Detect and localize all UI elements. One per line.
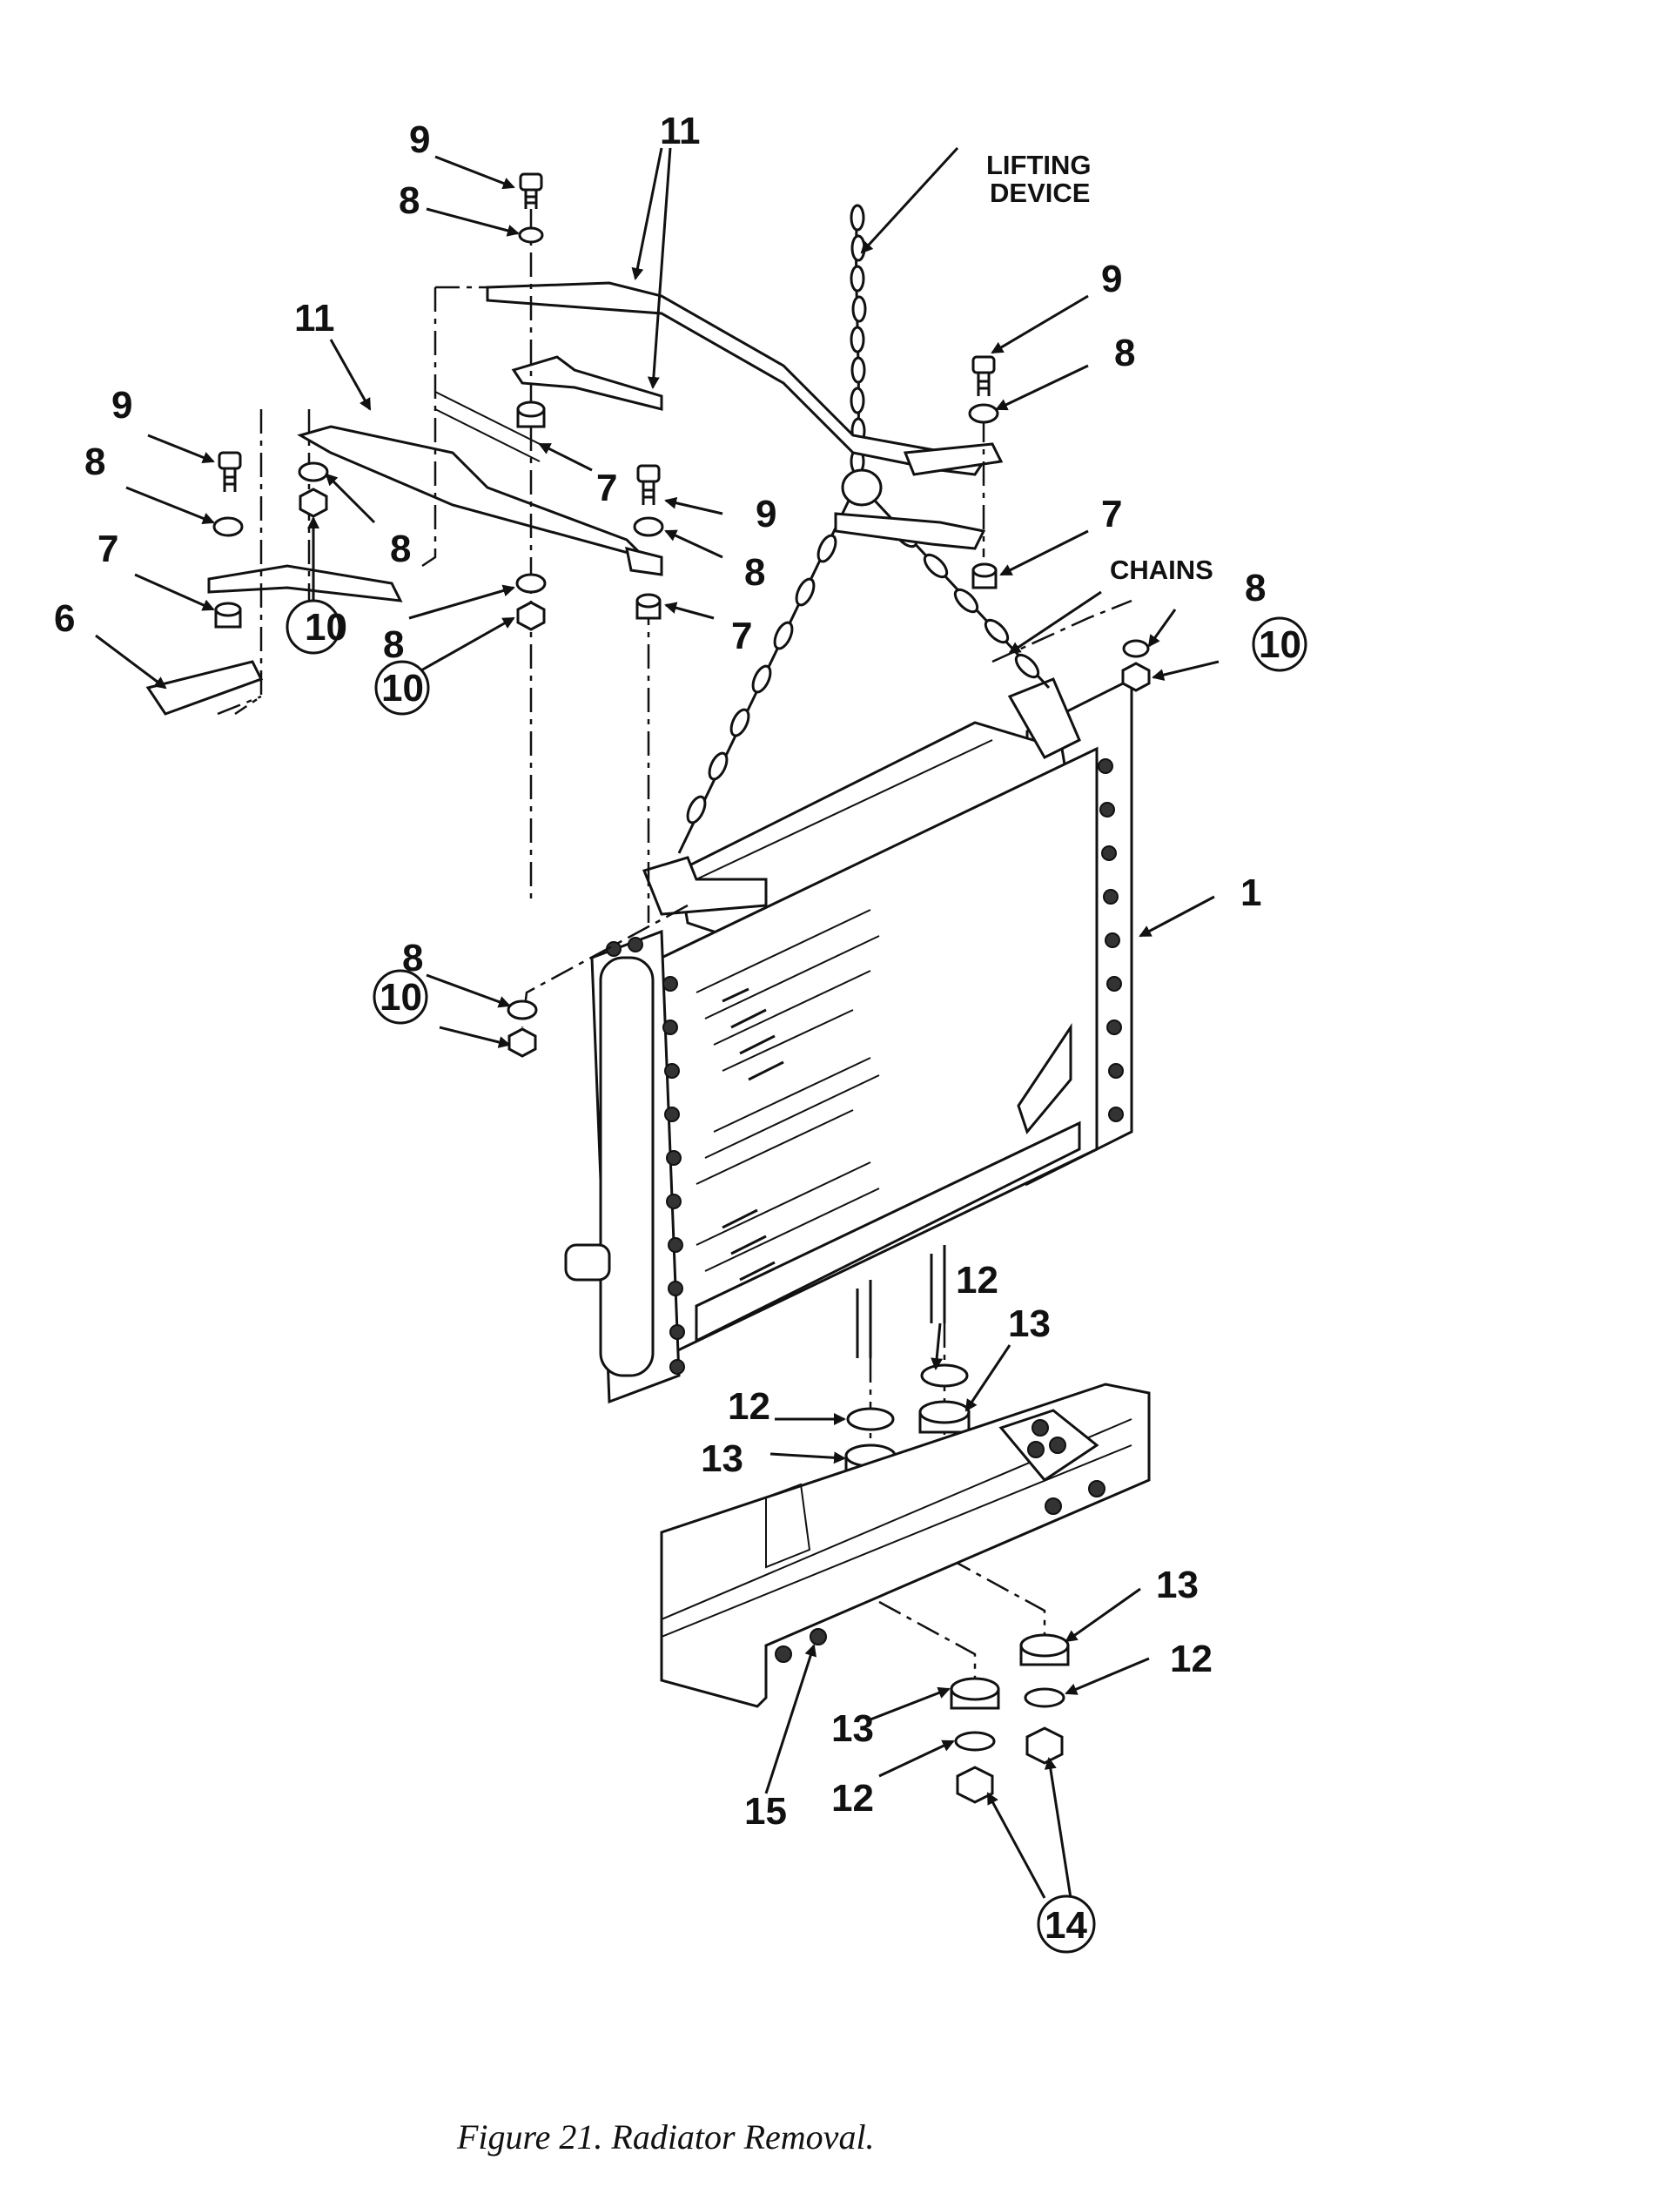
callout-8: 8 — [399, 179, 420, 222]
callout-10: 10 — [305, 606, 347, 649]
callout-12: 12 — [1170, 1638, 1213, 1680]
callout-10: 10 — [380, 976, 422, 1019]
callout-13: 13 — [831, 1707, 874, 1750]
callout-15: 15 — [744, 1790, 787, 1833]
callout-circle-10-d — [373, 969, 428, 1025]
callout-7: 7 — [97, 528, 118, 570]
callout-7: 7 — [731, 615, 752, 657]
chain-links-left — [686, 534, 837, 824]
frame-crossmember — [660, 1383, 1151, 1708]
callout-8: 8 — [84, 441, 105, 483]
callout-9: 9 — [756, 493, 776, 535]
leader-arrows — [95, 146, 1220, 1899]
lifting-device-label-line1: LIFTING — [986, 150, 1092, 180]
callout-9: 9 — [409, 118, 430, 161]
callout-12: 12 — [728, 1385, 770, 1428]
callout-7: 7 — [1101, 493, 1122, 535]
bolt-9-middle — [636, 464, 661, 505]
hardware — [145, 172, 1151, 1804]
callout-10: 10 — [1259, 623, 1301, 666]
callout-circle-10-b — [374, 660, 430, 716]
callout-8: 8 — [390, 528, 411, 570]
callout-8: 8 — [744, 551, 765, 594]
callout-9: 9 — [1101, 258, 1122, 300]
chain-links-vertical — [850, 204, 867, 475]
lifting-chains — [677, 204, 1051, 854]
callout-circle-10-c — [1252, 616, 1307, 672]
callout-8: 8 — [402, 937, 423, 979]
callout-7: 7 — [596, 467, 617, 509]
callout-14: 14 — [1045, 1904, 1087, 1947]
callout-labels: 9 8 11 LIFTING DEVICE 9 8 11 9 8 7 6 8 1… — [54, 110, 1301, 1947]
callout-1: 1 — [1240, 871, 1261, 914]
radiator-bolts-right — [1098, 758, 1124, 1122]
callout-12: 12 — [831, 1777, 874, 1820]
callout-8: 8 — [383, 623, 404, 666]
radiator-core-fins — [696, 909, 1072, 1324]
chain-links-right — [892, 522, 1040, 679]
radiator-assembly — [564, 676, 1133, 1404]
callout-13: 13 — [1156, 1564, 1199, 1606]
callout-8: 8 — [1245, 567, 1266, 609]
callout-13: 13 — [701, 1437, 743, 1480]
callout-11: 11 — [660, 110, 701, 152]
radiator-bolts-left — [606, 937, 685, 1375]
bolt-9-right — [971, 355, 996, 396]
chains-label: CHAINS — [1110, 555, 1213, 585]
callout-10: 10 — [381, 667, 424, 710]
figure-caption: Figure 21. Radiator Removal. — [456, 2117, 875, 2157]
callout-11: 11 — [294, 297, 335, 340]
callout-12: 12 — [956, 1259, 998, 1302]
callout-circle-14 — [1037, 1894, 1096, 1954]
callout-9: 9 — [111, 384, 132, 427]
callout-8: 8 — [1114, 332, 1135, 374]
callout-circle-10-a — [286, 599, 341, 655]
lifting-device-label-line2: DEVICE — [990, 178, 1090, 208]
callout-13: 13 — [1008, 1302, 1051, 1345]
bolt-9-top — [519, 172, 543, 209]
bolt-9-left — [218, 451, 242, 492]
callout-6: 6 — [54, 597, 75, 640]
